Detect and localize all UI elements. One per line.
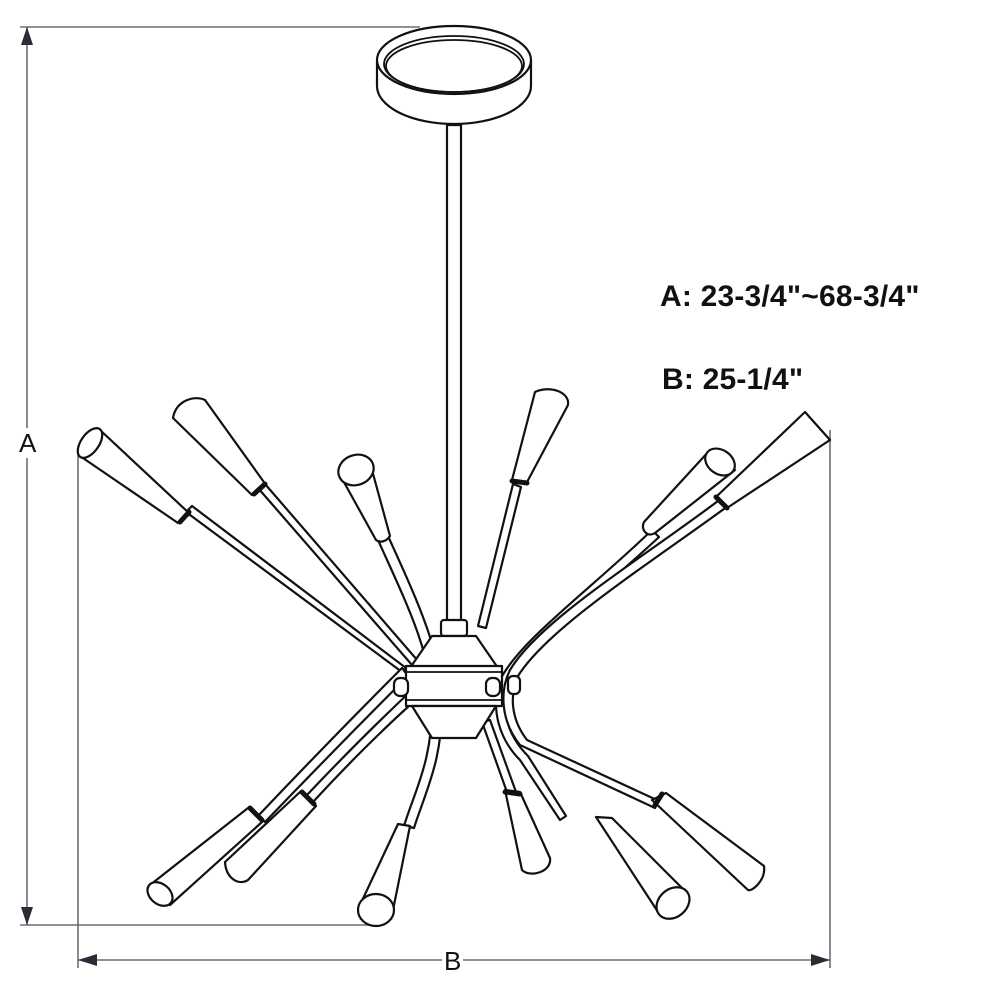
shade-upper-left-2	[171, 397, 268, 497]
spec-width: B: 25-1/4"	[662, 363, 804, 396]
arrow-up-icon	[21, 27, 33, 45]
dimension-label-b: B	[442, 946, 464, 976]
arrow-down-icon	[21, 907, 33, 925]
shade-lower-right-2	[594, 815, 691, 920]
shade-lower-left-1	[146, 805, 265, 907]
arrow-right-icon	[811, 954, 830, 966]
dimension-a	[20, 26, 420, 926]
shade-lower-right-1	[502, 788, 552, 875]
shade-upper-left-1	[76, 427, 192, 525]
shade-upper-right-1	[509, 388, 570, 486]
arrow-left-icon	[78, 954, 97, 966]
shade-lower-left-2	[223, 789, 318, 884]
shade-upper-right-3	[713, 410, 832, 511]
shade-lower-center	[356, 822, 412, 928]
canopy	[375, 24, 533, 126]
shades	[76, 388, 832, 928]
shade-upper-right-2	[641, 447, 737, 536]
downrod	[439, 123, 469, 638]
spec-height: A: 23-3/4"~68-3/4"	[660, 280, 920, 313]
dimension-b	[77, 430, 831, 968]
shade-lower-right-3	[650, 791, 766, 892]
dimension-label-a: A	[17, 428, 39, 458]
shade-upper-left-3	[337, 453, 392, 543]
center-hub	[392, 634, 522, 740]
